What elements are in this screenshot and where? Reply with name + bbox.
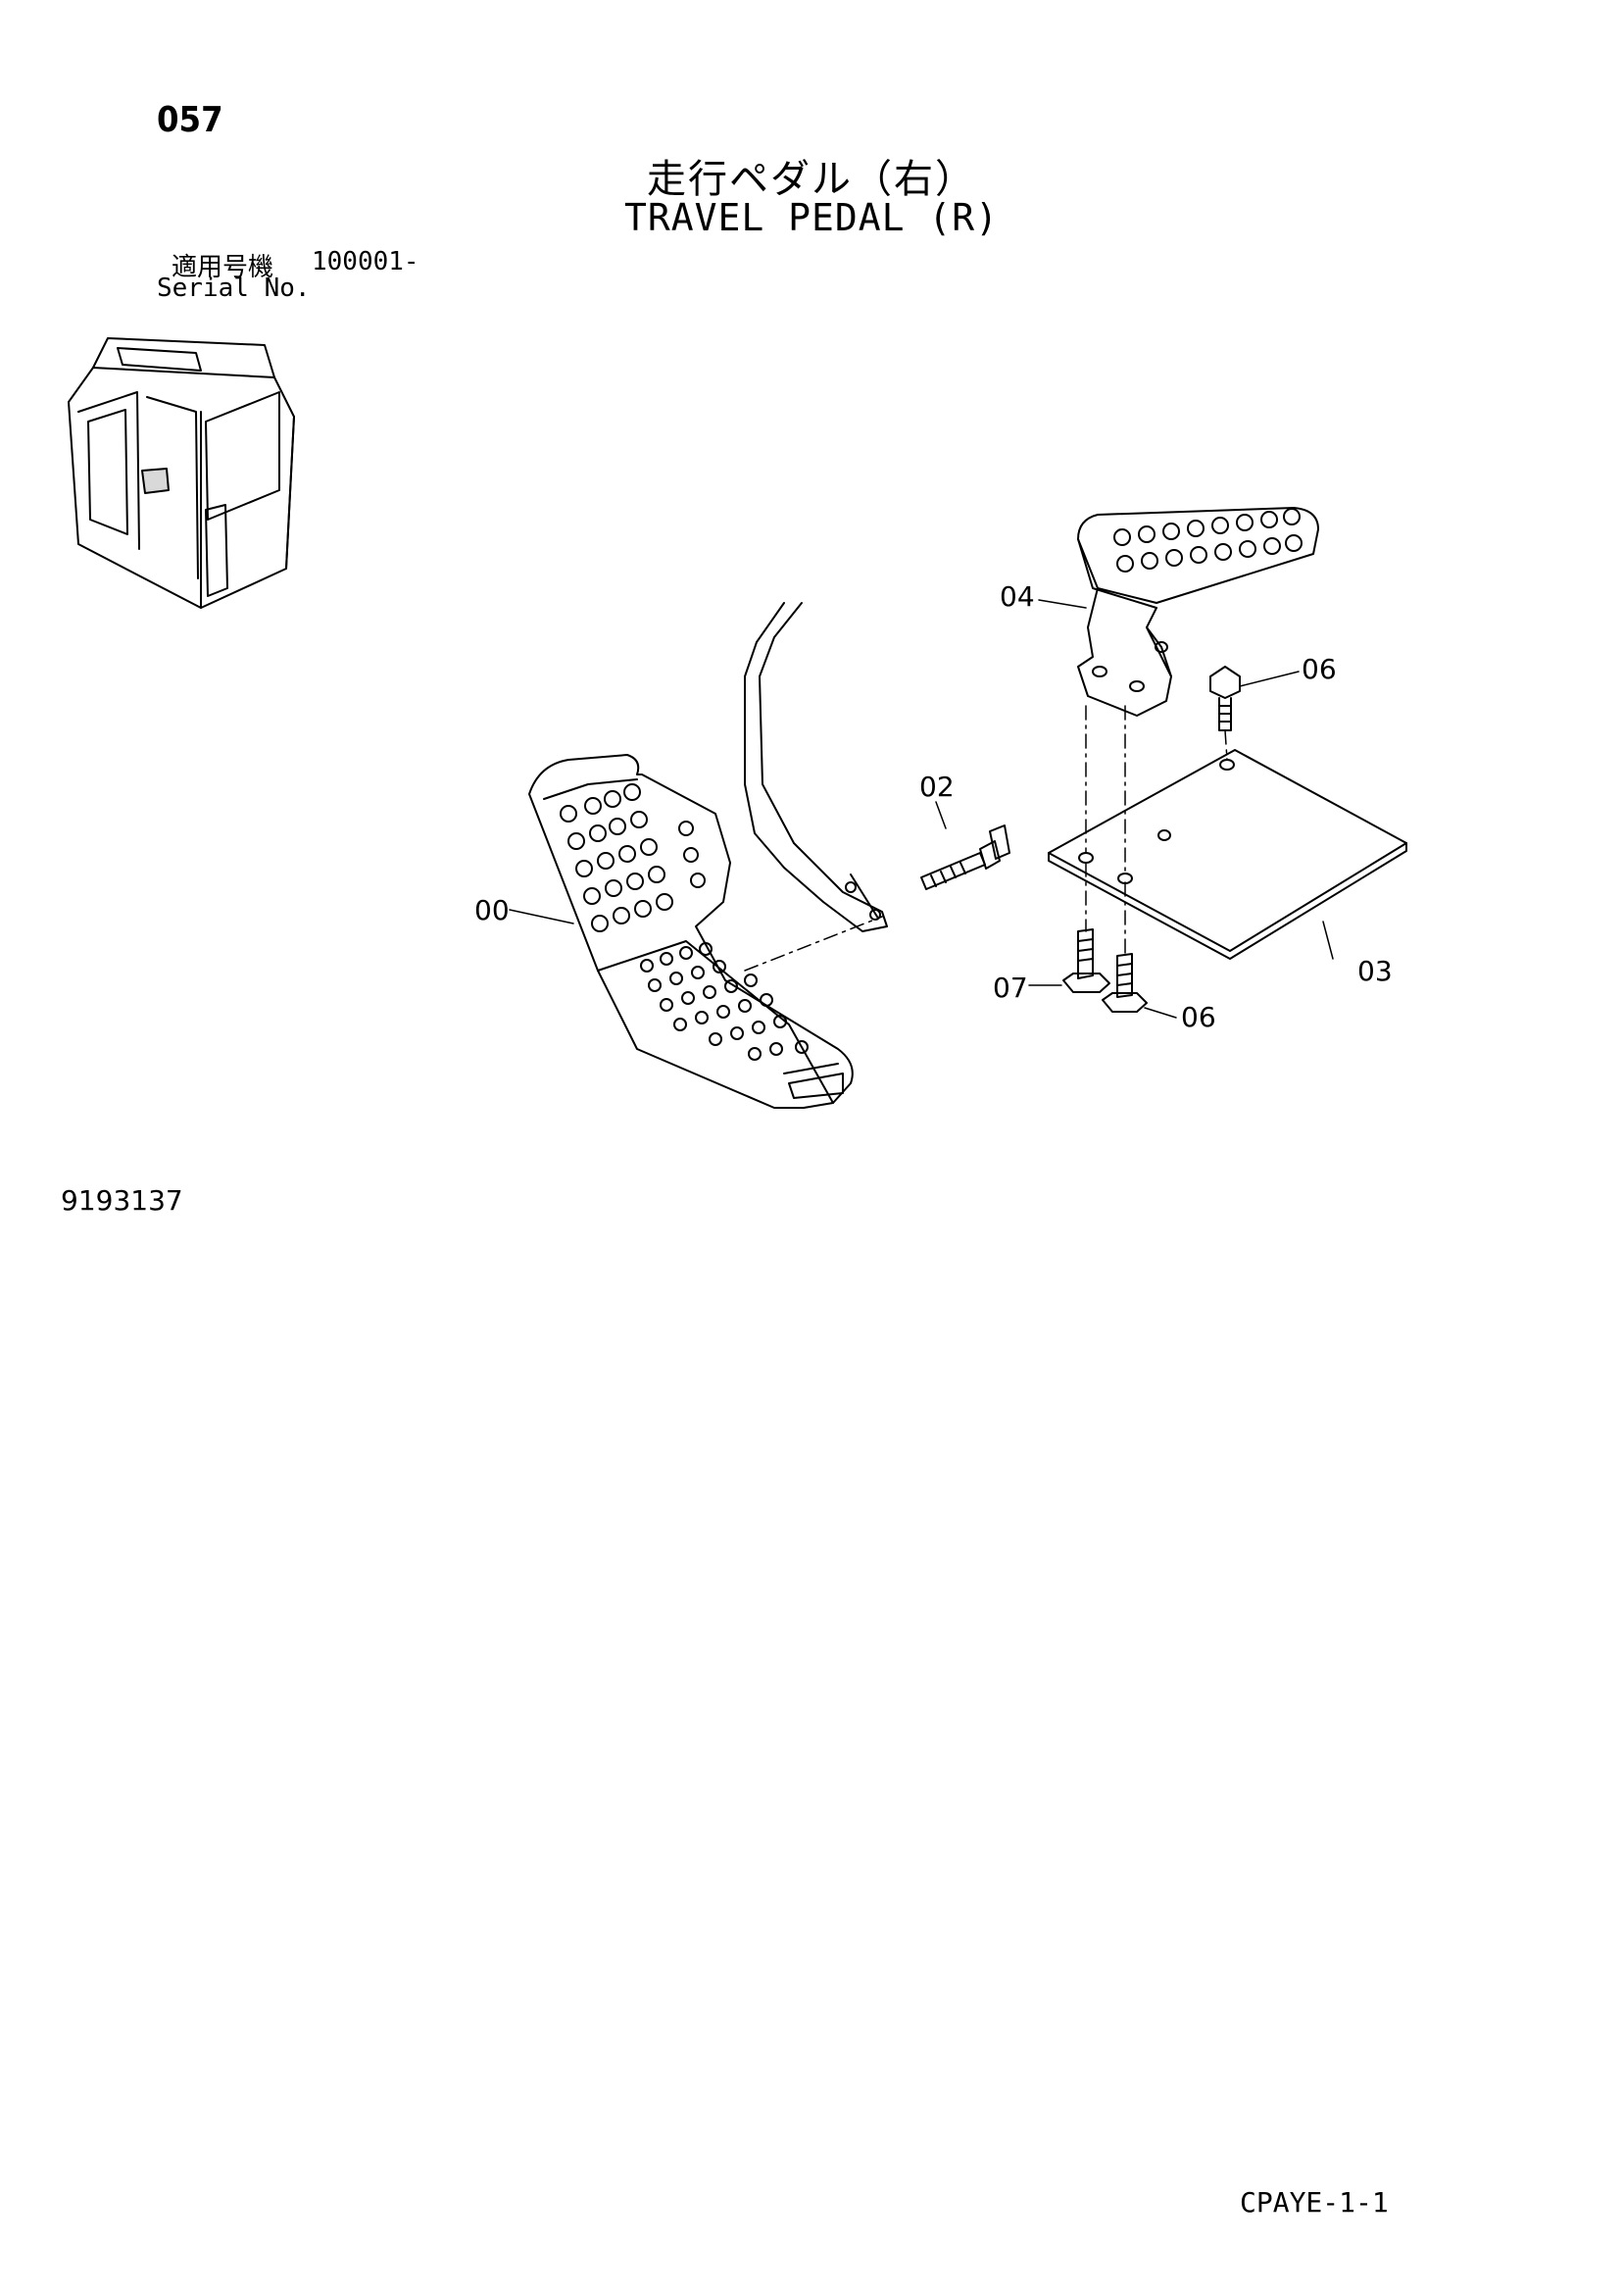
callout-06-upper: 06 — [1302, 653, 1337, 685]
page-title-english: TRAVEL PEDAL (R) — [623, 196, 1000, 239]
bolt-part-07 — [1062, 928, 1110, 993]
callout-04: 04 — [1000, 580, 1035, 613]
travel-pedal-part-00 — [528, 754, 854, 1109]
base-plate-part-03 — [1048, 749, 1407, 960]
assembly-centerlines — [744, 705, 1228, 972]
callout-06-lower: 06 — [1181, 1001, 1216, 1033]
callout-02: 02 — [919, 771, 955, 803]
serial-number-value: 100001- — [312, 247, 419, 276]
bolt-part-02 — [920, 824, 1010, 890]
page-code: CPAYE-1-1 — [1240, 2186, 1389, 2219]
serial-label-japanese: 適用号機 — [172, 253, 274, 282]
page-title-japanese: 走行ペダル（右） — [647, 157, 976, 202]
pedal-bracket-part-04 — [1077, 507, 1319, 717]
callout-03: 03 — [1357, 955, 1393, 987]
serial-label-english: Serial No. — [157, 274, 311, 303]
page-number: 057 — [157, 100, 223, 140]
callout-00: 00 — [474, 894, 510, 926]
pedal-lever-rod — [744, 602, 888, 932]
cab-location-icon — [68, 337, 295, 609]
callout-leaders — [509, 599, 1334, 1019]
drawing-number: 9193137 — [61, 1184, 183, 1217]
bolt-part-06-upper — [1209, 666, 1241, 731]
callout-07: 07 — [993, 972, 1028, 1004]
bolt-part-06-lower — [1102, 953, 1148, 1013]
